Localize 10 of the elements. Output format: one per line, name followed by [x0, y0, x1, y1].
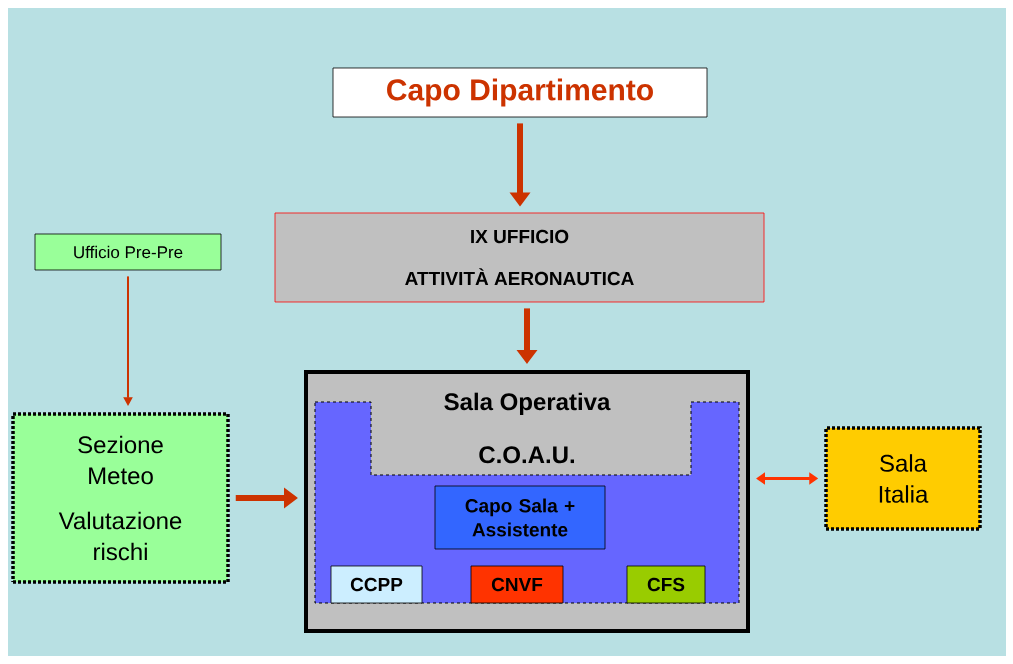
- room-box: Sala Italia: [824, 426, 982, 531]
- title-box: Capo Dipartimento: [332, 67, 708, 118]
- unit-box: CCPP: [330, 565, 423, 604]
- section-box: Sezione Meteo Valutazione rischi: [11, 412, 230, 584]
- room-title: Sala Operativa C.O.A.U.: [444, 392, 611, 464]
- office-box: IX UFFICIO ATTIVITÀ AERONAUTICA: [274, 212, 765, 303]
- role-box: Capo Sala + Assistente: [434, 485, 606, 550]
- office-box: Ufficio Pre-Pre: [34, 233, 222, 271]
- unit-box: CFS: [626, 565, 706, 604]
- unit-box: CNVF: [470, 565, 564, 604]
